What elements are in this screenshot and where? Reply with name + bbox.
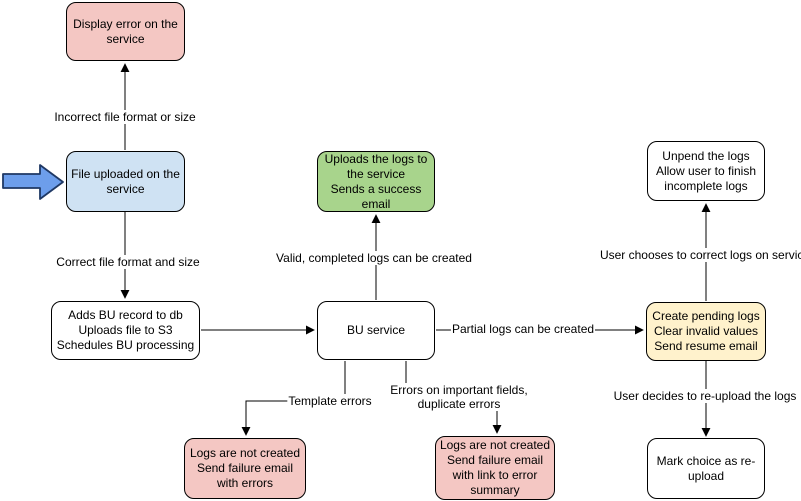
edge-label-user-chooses-correct: User chooses to correct logs on service [598, 248, 801, 262]
node-adds-bu-record: Adds BU record to db Uploads file to S3 … [51, 301, 200, 360]
edge-label-user-decides-reupload: User decides to re-upload the logs [612, 389, 798, 403]
edge-label-partial-logs: Partial logs can be created [450, 322, 596, 336]
node-uploads-logs-success: Uploads the logs to the service Sends a … [317, 151, 435, 212]
edge-label-errors-important-fields: Errors on important fields, duplicate er… [389, 383, 529, 411]
node-mark-choice-reupload: Mark choice as re- upload [647, 438, 765, 499]
entry-arrow-icon [2, 164, 64, 200]
edge-label-incorrect-file-format: Incorrect file format or size [53, 110, 197, 124]
edge-label-template-errors: Template errors [287, 394, 373, 408]
node-unpend-logs: Unpend the logs Allow user to finish inc… [647, 141, 765, 201]
node-bu-service: BU service [317, 301, 435, 360]
node-display-error-on-service: Display error on the service [66, 2, 185, 61]
edge-label-valid-completed-logs: Valid, completed logs can be created [275, 251, 473, 265]
node-file-uploaded-on-service: File uploaded on the service [66, 151, 185, 212]
node-create-pending-logs: Create pending logs Clear invalid values… [646, 302, 766, 361]
node-logs-not-created-summary: Logs are not created Send failure email … [435, 436, 555, 500]
node-logs-not-created-errors: Logs are not created Send failure email … [184, 438, 306, 499]
edge-label-correct-file-format: Correct file format and size [55, 255, 201, 269]
